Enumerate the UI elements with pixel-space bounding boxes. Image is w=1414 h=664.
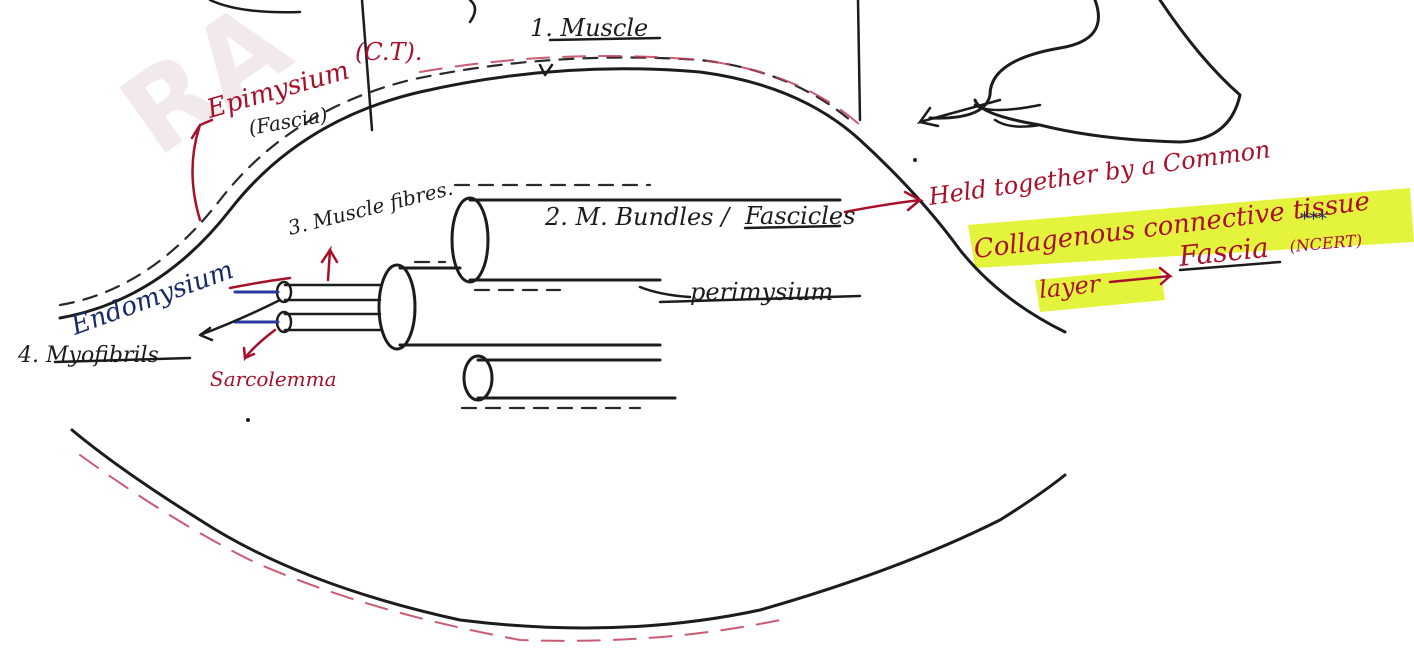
arm-sketch-upper (930, 0, 1098, 118)
fibre-upper (285, 285, 380, 300)
fibre-lower (285, 314, 380, 330)
label-muscle: 1. Muscle (530, 14, 648, 42)
fascicle-bottom-lines (478, 360, 675, 398)
note-stars: *** (1300, 209, 1327, 230)
fascicles-arrow (845, 192, 920, 212)
label-fascicles: Fascicles (744, 202, 855, 230)
arm-sketch-arrow (920, 100, 1000, 126)
label-myofibrils: 4. Myofibrils (17, 343, 159, 368)
label-sarcolemma: Sarcolemma (210, 367, 337, 391)
label-ct: (C.T). (355, 38, 423, 66)
label-bundles: 2. M. Bundles / (544, 203, 732, 231)
stray-dot (913, 158, 917, 162)
sarcolemma-arrow (244, 330, 275, 358)
vertical-divider-right (858, 0, 860, 120)
note-line-1: Held together by a Common (926, 135, 1272, 211)
fascicle-mid-dash (415, 262, 560, 290)
arm-sketch-lower (975, 0, 1240, 142)
fibres-arrow (322, 250, 337, 280)
label-muscle-fibres: 3. Muscle fibres. (285, 176, 455, 240)
label-endomysium: Endomysium (66, 255, 237, 342)
perimysium-arrow (640, 287, 690, 297)
epimysium-red-dash (420, 56, 860, 125)
muscle-outline-lower (72, 430, 1065, 628)
top-sketch-mid (470, 0, 475, 22)
stray-dot (246, 418, 250, 422)
fascicle-bottom-end (464, 356, 492, 400)
label-perimysium: perimysium (690, 278, 833, 306)
fascicle-mid-end (379, 265, 415, 349)
